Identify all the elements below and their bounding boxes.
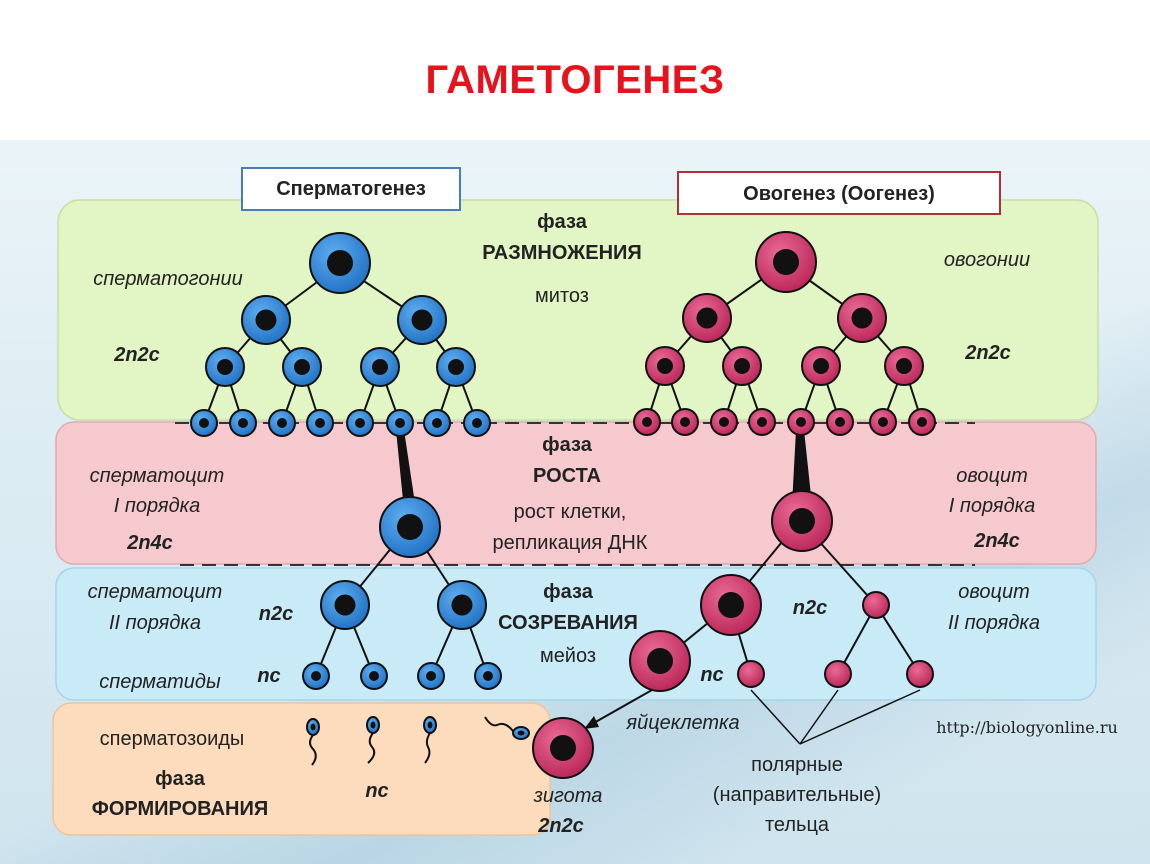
phase3-word: фаза (543, 581, 594, 603)
spermatogenesis-header: Сперматогенез (276, 178, 426, 200)
phase2-process-line2: репликация ДНК (493, 532, 648, 554)
spermatozoon-icon (306, 718, 320, 766)
phase2-left-ploidy: 2n4c (126, 532, 173, 554)
phase1-word: фаза (537, 211, 588, 233)
polar-bodies-line2: (направительные) (713, 784, 881, 806)
spermatogenesis-header-box (241, 167, 461, 211)
spermatozoon-icon (484, 716, 530, 740)
fertilization-arrow (584, 689, 653, 729)
growth-wedge-right (792, 430, 812, 505)
phase2-right-label-line2: I порядка (949, 495, 1035, 517)
phase1-name: РАЗМНОЖЕНИЯ (482, 242, 642, 264)
phase1-left-ploidy: 2n2c (113, 344, 160, 366)
phase1-right-label: овогонии (944, 249, 1030, 271)
zygote-ploidy: 2n2c (537, 815, 584, 837)
polar-body-cell (737, 660, 765, 688)
phase3-right-label-line2: II порядка (948, 612, 1040, 634)
phase1-right-ploidy: 2n2c (964, 342, 1011, 364)
phase2-word: фаза (542, 434, 593, 456)
phase3-process: мейоз (540, 645, 596, 667)
spermatozoon-icon (366, 716, 380, 764)
polar-body-cell (906, 660, 934, 688)
zygote-label: зигота (533, 785, 603, 807)
oogenesis-header-box (677, 171, 1001, 215)
phase3-right-ploidy-a: n2c (793, 597, 827, 619)
phase3-right-ploidy-b: nc (700, 664, 723, 686)
phase2-left-label-line1: сперматоцит (90, 465, 225, 487)
phase2-left-label-line2: I порядка (114, 495, 200, 517)
phase-reproduction-panel (57, 199, 1099, 421)
source-url: http://biologyonline.ru (936, 718, 1118, 737)
phase2-right-label-line1: овоцит (956, 465, 1027, 487)
oogenesis-header: Овогенез (Оогенез) (743, 183, 935, 205)
polar-bodies-line1: полярные (751, 754, 843, 776)
phase3-left-ploidy-a: n2c (259, 603, 293, 625)
phase2-process-line1: рост клетки, (514, 501, 627, 523)
phase3-left-label-b: сперматиды (99, 671, 221, 693)
phase4-name: ФОРМИРОВАНИЯ (92, 798, 268, 820)
phase2-right-ploidy: 2n4c (973, 530, 1020, 552)
phase3-left-ploidy-b: nc (257, 665, 280, 687)
blue-cells (190, 232, 502, 690)
phase3-name: СОЗРЕВАНИЯ (498, 612, 638, 634)
page-title: ГАМЕТОГЕНЕЗ (425, 58, 725, 102)
polar-body-cell (824, 660, 852, 688)
sperm-label: сперматозоиды (100, 728, 245, 750)
pink-cells (532, 231, 936, 779)
phase1-process: митоз (535, 285, 589, 307)
phase3-left-label-line2: II порядка (109, 612, 201, 634)
phase2-name: РОСТА (533, 465, 601, 487)
phase3-right-label-line1: овоцит (958, 581, 1029, 603)
polar-bodies-callout-lines (750, 689, 921, 745)
spermatozoa (306, 716, 530, 766)
spermatozoon-icon (423, 716, 437, 764)
polar-body-cell (862, 591, 890, 619)
egg-label: яйцеклетка (625, 712, 739, 734)
phase4-word: фаза (155, 768, 206, 790)
phase3-left-label-line1: сперматоцит (88, 581, 223, 603)
phase4-ploidy: nc (365, 780, 388, 802)
polar-bodies-line3: тельца (765, 814, 830, 836)
growth-wedge-left (396, 430, 416, 510)
phase1-left-label: сперматогонии (93, 268, 242, 290)
